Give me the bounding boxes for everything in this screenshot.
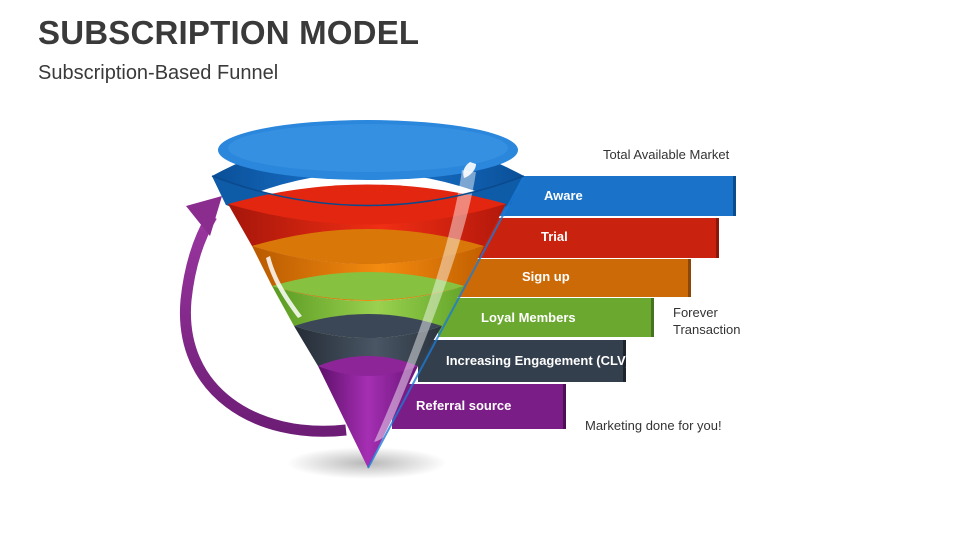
stage-bar-referral xyxy=(392,384,563,429)
stage-label-signup: Sign up xyxy=(522,269,570,284)
stage-bar-aware xyxy=(493,176,733,216)
stage-bar-trial xyxy=(475,218,716,258)
stage-label-aware: Aware xyxy=(544,188,583,203)
stage-label-increasing-engagement: Increasing Engagement (CLV) xyxy=(446,353,630,368)
note-marketing-done-for-you: Marketing done for you! xyxy=(585,418,722,433)
stage-bar-signup xyxy=(458,259,688,297)
funnel-cone xyxy=(212,120,525,469)
stage-label-trial: Trial xyxy=(541,229,568,244)
page-title: SUBSCRIPTION MODEL xyxy=(38,14,420,51)
stage-bar-engagement xyxy=(418,340,623,382)
stage-label-loyal-members: Loyal Members xyxy=(481,310,576,325)
note-total-available-market: Total Available Market xyxy=(603,147,730,162)
page-subtitle: Subscription-Based Funnel xyxy=(38,62,279,84)
stage-bars xyxy=(392,176,736,429)
stage-bar-loyal xyxy=(438,298,651,337)
cycle-arrow-head xyxy=(186,196,222,236)
stage-label-referral-source: Referral source xyxy=(416,398,512,413)
note-forever: Forever xyxy=(673,305,718,320)
note-transaction: Transaction xyxy=(673,322,741,337)
cycle-arrow xyxy=(179,213,347,437)
